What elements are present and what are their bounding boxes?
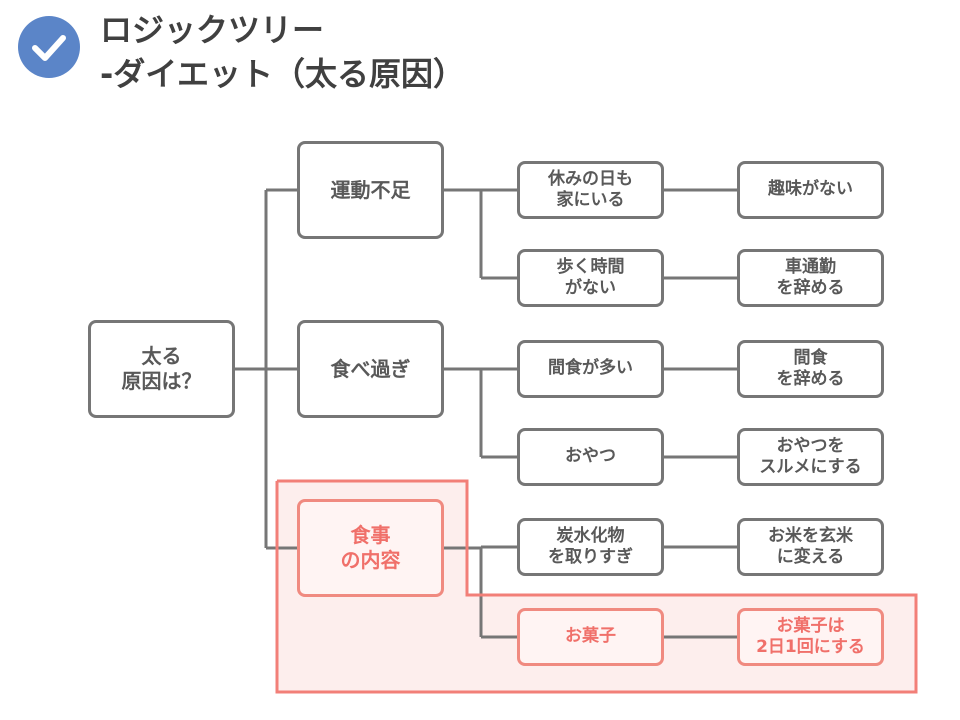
detail-node-2-2-line-1: おやつ (565, 446, 616, 467)
title-line-2: -ダイエット（太る原因） (100, 55, 465, 93)
solution-node-3-2-line-1: お菓子は (776, 615, 845, 636)
solution-node-1-1: 趣味がない (737, 161, 884, 219)
root-node-line-2: 原因は？ (121, 369, 202, 393)
cause-node-1-line-1: 運動不足 (330, 177, 411, 202)
detail-node-1-2: 歩く時間がない (517, 249, 664, 307)
highlight-border (275, 479, 918, 694)
root-node: 太る原因は？ (88, 320, 235, 418)
cause-node-1: 運動不足 (297, 141, 444, 239)
detail-node-3-1-line-1: 炭水化物 (556, 525, 625, 546)
solution-node-2-1-line-1: 間食 (793, 347, 828, 368)
solution-node-1-1-line-1: 趣味がない (768, 179, 853, 200)
cause-node-3: 食事の内容 (297, 499, 444, 597)
detail-node-2-1-line-1: 間食が多い (548, 358, 633, 379)
detail-node-1-1-line-1: 休みの日も (548, 168, 633, 189)
solution-node-1-2: 車通勤を辞める (737, 249, 884, 307)
solution-node-3-1-line-2: に変える (776, 547, 845, 567)
solution-node-3-1-line-1: お米を玄米 (768, 525, 853, 546)
detail-node-3-1: 炭水化物を取りすぎ (517, 518, 664, 576)
detail-node-1-2-line-1: 歩く時間 (556, 256, 625, 277)
solution-node-2-1-line-2: を辞める (776, 369, 845, 389)
title-line-1: ロジックツリー (100, 11, 325, 49)
solution-node-2-2-line-2: スルメにする (759, 457, 862, 477)
page-title: ロジックツリー -ダイエット（太る原因） (100, 8, 465, 96)
cause-node-2-line-1: 食べ過ぎ (330, 356, 411, 381)
checkmark-circle-icon (18, 16, 80, 78)
detail-node-1-1: 休みの日も家にいる (517, 161, 664, 219)
detail-node-1-2-line-2: がない (565, 278, 616, 298)
solution-node-2-2-line-1: おやつを (776, 435, 845, 456)
detail-node-3-2-line-1: お菓子 (565, 626, 616, 647)
detail-node-2-2: おやつ (517, 428, 664, 486)
solution-node-2-1: 間食を辞める (737, 340, 884, 398)
root-node-line-1: 太る (141, 344, 182, 368)
solution-node-3-1: お米を玄米に変える (737, 518, 884, 576)
detail-node-3-1-line-2: を取りすぎ (548, 547, 633, 567)
solution-node-1-2-line-2: を辞める (776, 278, 845, 298)
cause-node-3-line-1: 食事 (350, 523, 391, 547)
detail-node-3-2: お菓子 (517, 608, 664, 666)
cause-node-2: 食べ過ぎ (297, 320, 444, 418)
solution-node-3-2-line-2: 2日1回にする (756, 637, 865, 657)
cause-node-3-line-2: の内容 (340, 548, 401, 572)
solution-node-2-2: おやつをスルメにする (737, 428, 884, 486)
solution-node-1-2-line-1: 車通勤 (785, 256, 836, 277)
detail-node-1-1-line-2: 家にいる (556, 190, 625, 210)
detail-node-2-1: 間食が多い (517, 340, 664, 398)
